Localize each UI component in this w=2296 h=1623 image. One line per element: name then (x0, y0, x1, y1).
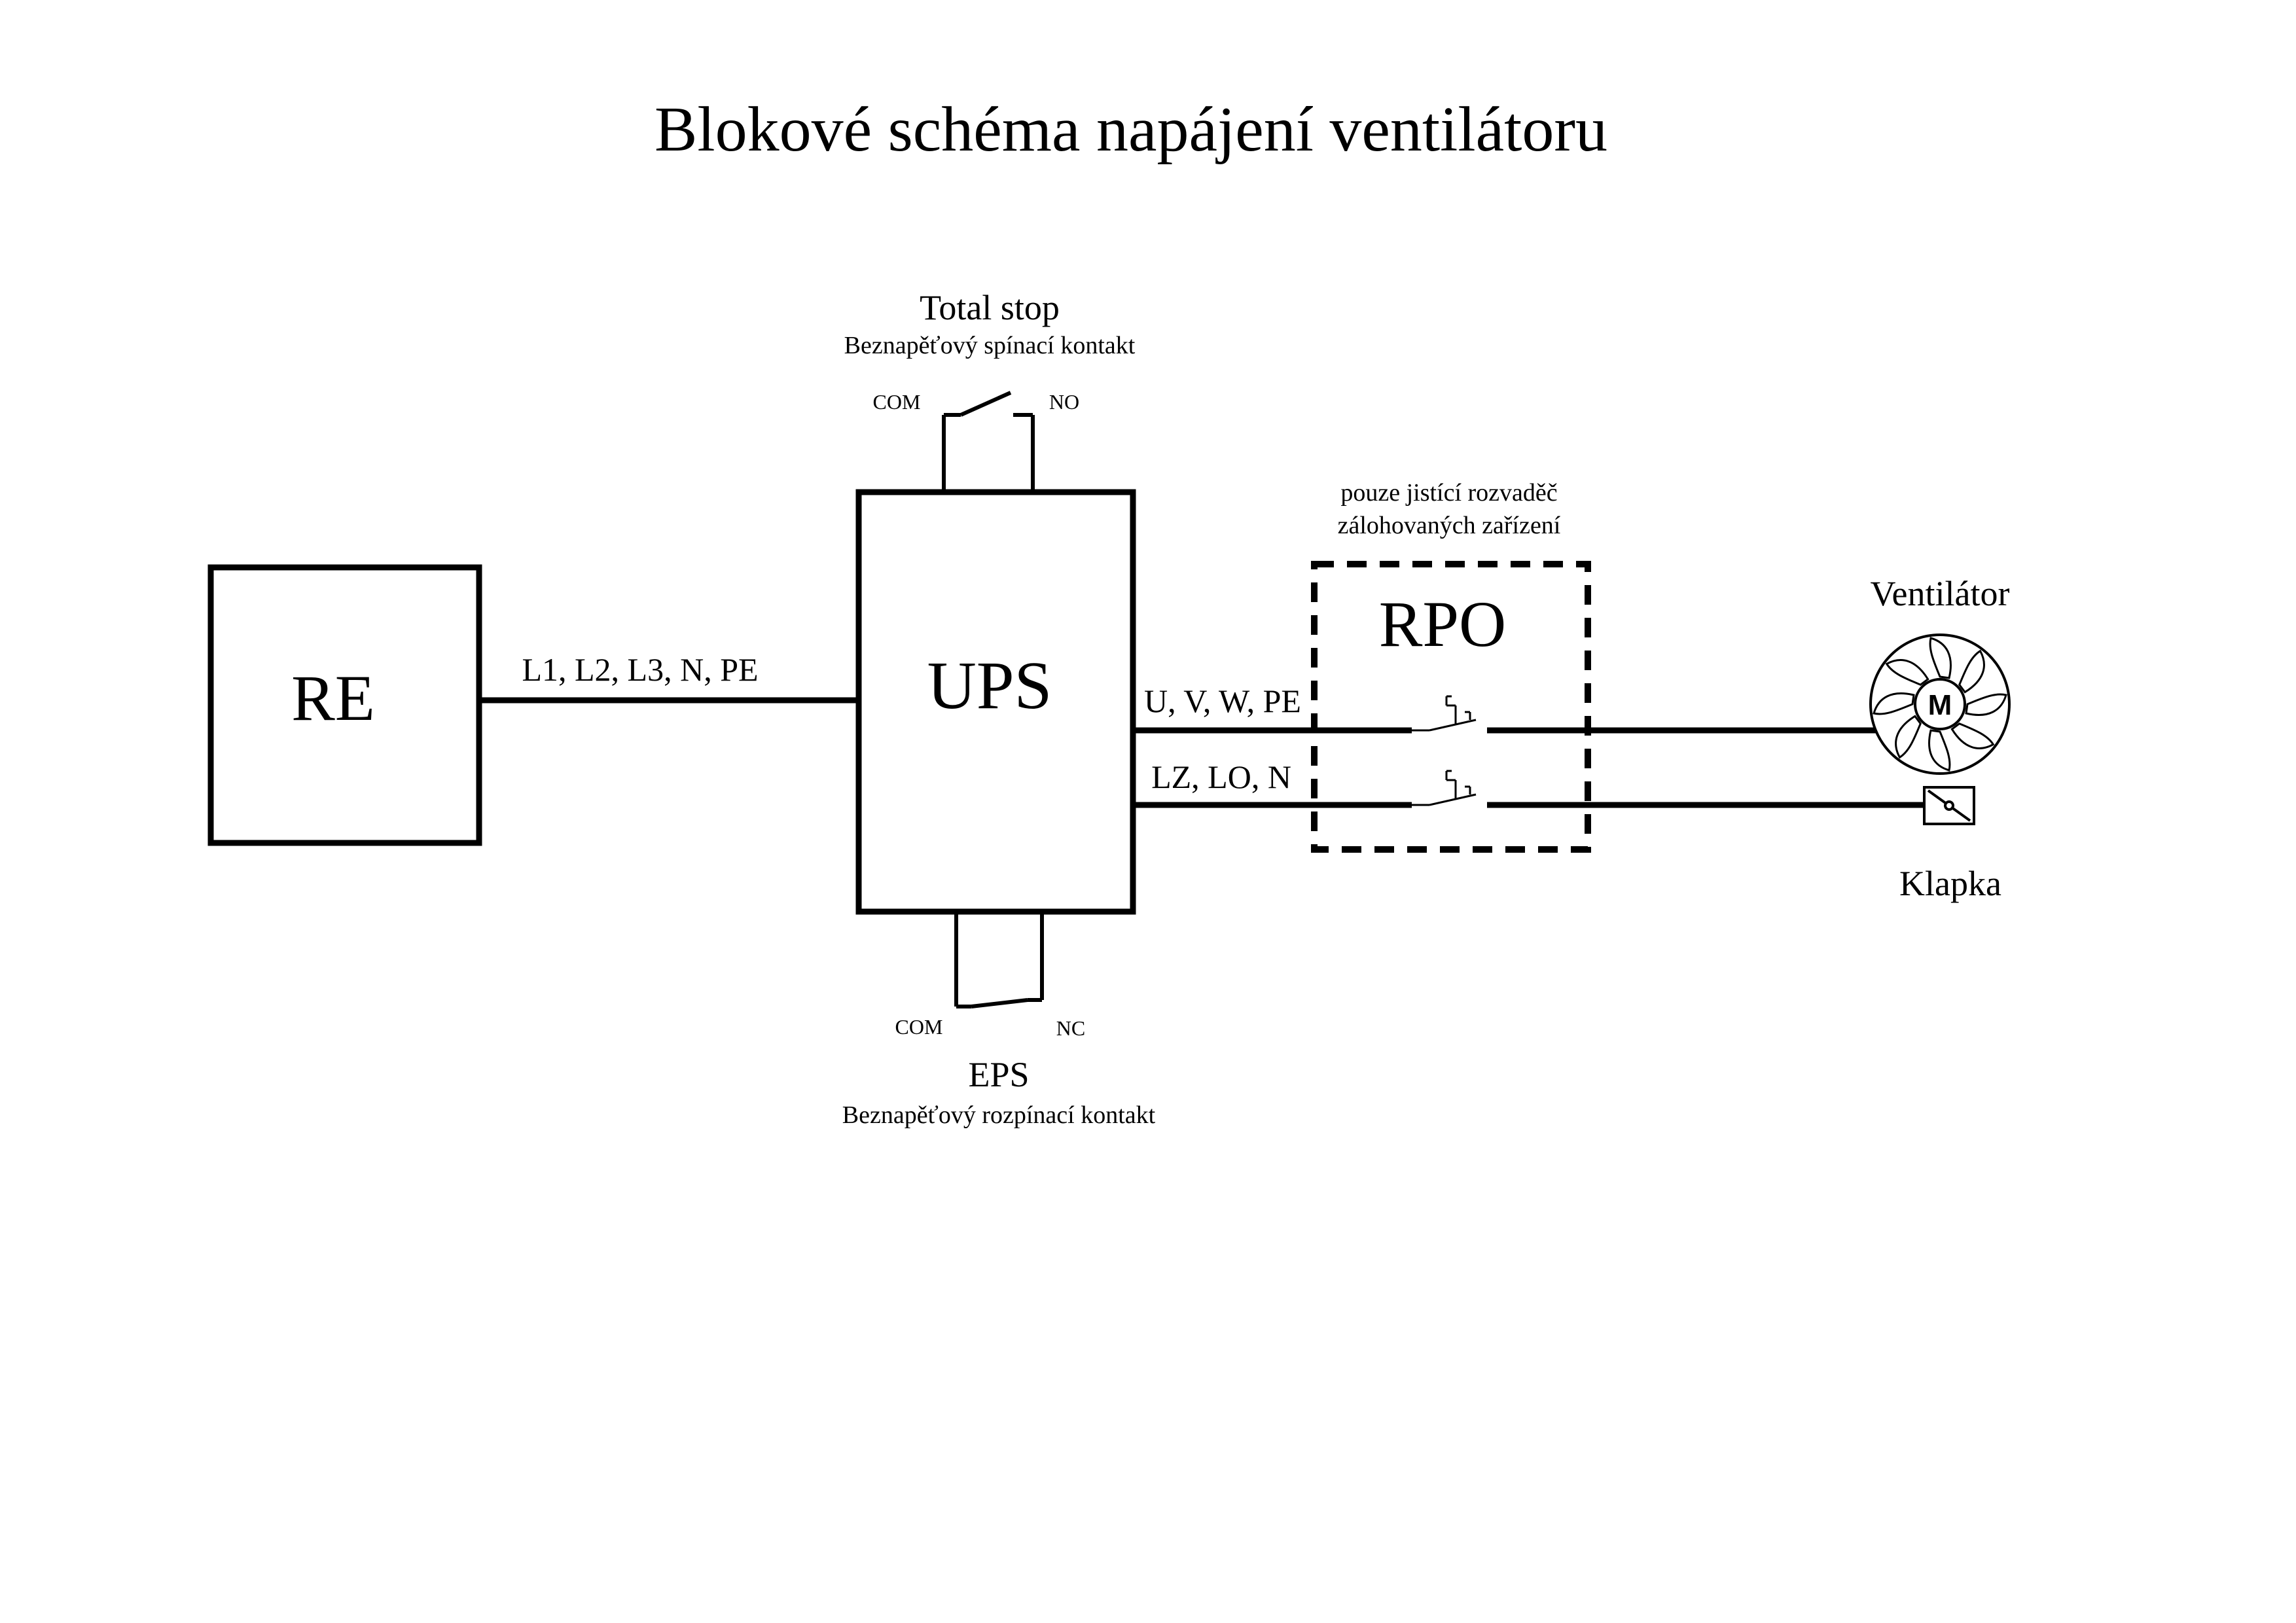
ups-label: UPS (927, 648, 1052, 723)
rpo-label: RPO (1379, 588, 1507, 660)
motor-symbol: M (1928, 689, 1952, 721)
total-stop-title: Total stop (920, 288, 1060, 327)
total-stop-subtitle: Beznapěťový spínací kontakt (844, 332, 1136, 359)
eps-com-label: COM (895, 1015, 943, 1039)
total-stop-com-label: COM (873, 390, 921, 414)
damper-label: Klapka (1899, 864, 2001, 903)
control-breaker-symbol (1412, 770, 1477, 806)
total-stop-contact (942, 391, 1035, 492)
re-label: RE (291, 662, 375, 734)
rpo-note-line1: pouze jistící rozvaděč (1340, 479, 1557, 507)
total-stop-no-label: NO (1049, 390, 1079, 414)
fan-motor-icon: M (1869, 633, 2011, 775)
rpo-note-line2: zálohovaných zařízení (1338, 512, 1561, 539)
eps-title: EPS (968, 1055, 1029, 1094)
re-ups-line-label: L1, L2, L3, N, PE (522, 651, 758, 688)
fan-label: Ventilátor (1871, 574, 2010, 613)
eps-contact (954, 912, 1044, 1008)
power-line-label: U, V, W, PE (1144, 683, 1301, 719)
eps-nc-label: NC (1056, 1016, 1085, 1040)
rpo-block: RPO (1311, 561, 1591, 853)
control-line-label: LZ, LO, N (1151, 758, 1291, 795)
re-block: RE (207, 564, 482, 846)
eps-subtitle: Beznapěťový rozpínací kontakt (842, 1101, 1156, 1129)
diagram-title: Blokové schéma napájení ventilátoru (655, 94, 1607, 165)
power-breaker-symbol (1412, 695, 1477, 732)
damper-icon (1923, 786, 1975, 825)
ups-block: UPS (855, 489, 1136, 915)
